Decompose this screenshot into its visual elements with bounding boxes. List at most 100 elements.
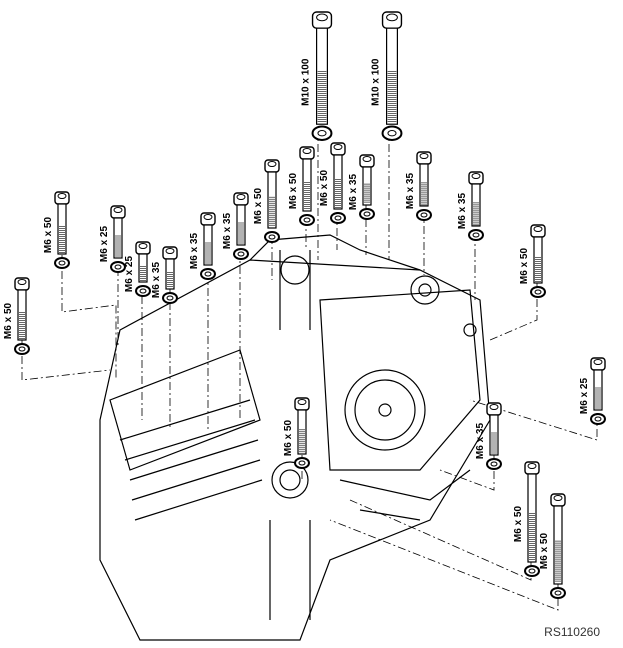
- washer: [416, 209, 432, 221]
- washer: [486, 458, 502, 470]
- washer-hole: [363, 211, 371, 217]
- bolt-thread: [595, 387, 601, 409]
- washer: [311, 125, 333, 141]
- washer-hole: [420, 212, 428, 218]
- bolt-thread: [317, 71, 327, 122]
- hex-socket-icon: [489, 404, 499, 410]
- engine-block: [99, 234, 491, 641]
- washer: [54, 257, 70, 269]
- bolt-b13: M6 x 35: [348, 154, 375, 220]
- bolt-thread: [304, 182, 310, 209]
- bolt-size-label: M10 x 100: [371, 58, 382, 106]
- figure-reference: RS110260: [544, 625, 600, 639]
- bolt-size-label: M6 x 25: [99, 225, 110, 262]
- bolt-size-label: M6 x 35: [189, 232, 200, 269]
- hex-socket-icon: [203, 214, 213, 220]
- washer-hole: [317, 130, 327, 137]
- bolt-thread: [535, 257, 541, 283]
- washer: [110, 261, 126, 273]
- bolt-shank: [333, 154, 343, 210]
- bolt-b7: M6 x 35: [151, 246, 178, 304]
- washer: [359, 208, 375, 220]
- hex-socket-icon: [419, 153, 429, 159]
- hex-socket-icon: [236, 194, 246, 200]
- bolt-shank: [165, 258, 175, 290]
- bolt-thread: [473, 202, 479, 226]
- bolt-shank: [138, 253, 148, 283]
- bolt-size-label: M6 x 35: [405, 172, 416, 209]
- bolt-b3: M6 x 50: [43, 191, 70, 269]
- bolt-size-label: M6 x 50: [43, 216, 54, 253]
- bolt-thread: [205, 242, 211, 264]
- washer: [590, 413, 606, 425]
- bolt-size-label: M6 x 50: [519, 247, 530, 284]
- bolt-size-label: M6 x 50: [539, 532, 550, 569]
- bolt-size-label: M6 x 50: [319, 169, 330, 206]
- washer-hole: [298, 460, 306, 466]
- bolt-shank: [316, 27, 329, 125]
- bolt-size-label: M6 x 35: [348, 173, 359, 210]
- washer-hole: [387, 130, 397, 137]
- bolt-b2: M10 x 100: [371, 11, 403, 141]
- bolt-thread: [59, 226, 65, 253]
- hex-socket-icon: [113, 207, 123, 213]
- hex-socket-icon: [267, 161, 277, 167]
- bolt-b20: M6 x 50: [513, 461, 540, 577]
- washer-hole: [554, 590, 562, 596]
- bolt-b16: M6 x 50: [519, 224, 546, 298]
- bolt-size-label: M6 x 50: [253, 187, 264, 224]
- bolt-thread: [167, 272, 173, 287]
- hex-socket-icon: [471, 173, 481, 179]
- bolt-b9: M6 x 35: [222, 192, 249, 260]
- washer-hole: [490, 461, 498, 467]
- washer-hole: [528, 568, 536, 574]
- washer: [294, 457, 310, 469]
- washer: [550, 587, 566, 599]
- hex-socket-icon: [302, 148, 312, 154]
- bolt-b1: M10 x 100: [301, 11, 333, 141]
- bolt-thread: [19, 312, 25, 339]
- hex-socket-icon: [57, 193, 67, 199]
- bolt-size-label: M6 x 35: [457, 192, 468, 229]
- bolt-b11: M6 x 50: [288, 146, 315, 226]
- washer-hole: [18, 346, 26, 352]
- bolt-b18: M6 x 50: [283, 397, 310, 469]
- bolt-size-label: M6 x 35: [151, 261, 162, 298]
- bolt-thread: [299, 429, 305, 453]
- hex-socket-icon: [165, 248, 175, 254]
- washer: [330, 212, 346, 224]
- bolt-size-label: M6 x 50: [3, 302, 14, 339]
- bolt-thread: [335, 179, 341, 208]
- hex-socket-icon: [553, 495, 563, 501]
- washer: [468, 229, 484, 241]
- hex-socket-icon: [593, 359, 603, 365]
- bolt-thread: [529, 513, 535, 560]
- bolt-size-label: M6 x 25: [579, 377, 590, 414]
- washer: [524, 565, 540, 577]
- bolt-shank: [17, 289, 27, 341]
- washer-hole: [237, 251, 245, 257]
- bolt-thread: [140, 266, 146, 281]
- bolt-thread: [421, 182, 427, 206]
- bolt-shank: [386, 27, 399, 125]
- washer: [264, 231, 280, 243]
- washer-hole: [58, 260, 66, 266]
- bolt-b8: M6 x 35: [189, 212, 216, 280]
- bolt-b6: M6 x 25: [124, 241, 151, 297]
- bolt-b17: M6 x 25: [579, 357, 606, 425]
- washer: [162, 292, 178, 304]
- washer: [233, 248, 249, 260]
- washer: [200, 268, 216, 280]
- bolt-thread: [115, 235, 121, 257]
- washer-hole: [114, 264, 122, 270]
- bolt-shank: [267, 171, 277, 229]
- bolt-size-label: M6 x 50: [288, 172, 299, 209]
- hex-socket-icon: [386, 13, 398, 22]
- bolt-b21: M6 x 50: [539, 493, 566, 599]
- hex-socket-icon: [533, 226, 543, 232]
- washer-hole: [534, 289, 542, 295]
- bolt-shank: [57, 203, 67, 255]
- bolt-b15: M6 x 35: [457, 171, 484, 241]
